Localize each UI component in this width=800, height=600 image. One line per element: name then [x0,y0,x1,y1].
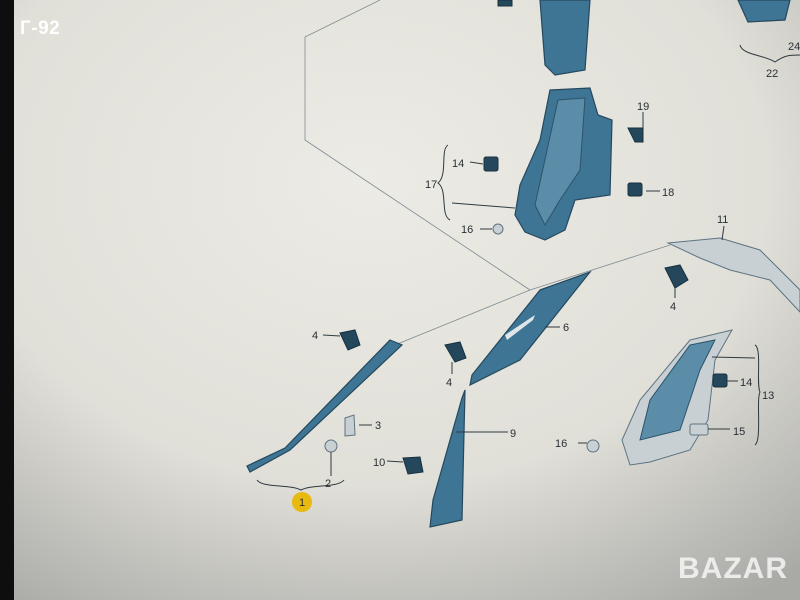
part-upper-pillar [539,0,591,76]
callout-11[interactable]: 11 [717,214,728,226]
part-19-clip [627,127,644,143]
callout-10[interactable]: 10 [373,457,385,469]
part-4-clip [444,341,467,363]
part-11-trim [666,237,800,313]
part-16-plug [492,223,504,235]
part-14-clip [483,156,499,172]
callout-9[interactable]: 9 [510,428,516,440]
callout-6[interactable]: 6 [563,322,569,334]
callout-16[interactable]: 16 [555,438,567,450]
callout-24[interactable]: 24 [788,41,800,53]
group-outline-line [529,244,671,291]
part-2-plug [324,439,338,453]
part-1-a-pillar-trim [246,339,404,473]
part-16-plug [586,439,600,453]
group-outline-line [304,0,531,291]
part-9-pillar-trim [429,389,466,528]
part-13-inner [639,339,716,441]
callout-17[interactable]: 17 [425,179,437,191]
bracket-22 [739,44,800,63]
callout-4[interactable]: 4 [312,330,318,342]
callout-22[interactable]: 22 [766,68,778,80]
part-6-pillar-trim [469,270,592,387]
bazar-watermark-logo: BAZAR [678,552,788,585]
part-14-clip [712,373,728,388]
callout-2[interactable]: 2 [325,478,331,490]
part-top-right [737,0,791,23]
callout-4[interactable]: 4 [670,301,676,313]
bracket-13 [754,344,761,446]
callout-16[interactable]: 16 [461,224,473,236]
part-4-clip [664,264,689,289]
callout-3[interactable]: 3 [375,420,381,432]
part-10-clip [402,456,424,475]
part-clip-top [497,0,513,7]
group-outline-line [394,289,531,346]
callout-1-highlight[interactable] [292,492,312,512]
part-17-inner [534,97,586,227]
callout-19[interactable]: 19 [637,101,649,113]
screen-background [14,0,800,600]
listing-code-overlay: Г-92 [20,18,61,39]
part-18-clip [627,182,643,197]
part-15-clip [689,423,709,436]
part-4-clip [339,329,361,351]
callout-14[interactable]: 14 [452,158,464,170]
callout-18[interactable]: 18 [662,187,674,199]
callout-15[interactable]: 15 [733,426,745,438]
part-3-clip [344,414,356,437]
callout-13[interactable]: 13 [762,390,774,402]
bracket-1 [256,479,345,491]
callout-4[interactable]: 4 [446,377,452,389]
bracket-17 [437,144,451,221]
callout-14[interactable]: 14 [740,377,752,389]
callout-1[interactable]: 1 [299,497,305,509]
